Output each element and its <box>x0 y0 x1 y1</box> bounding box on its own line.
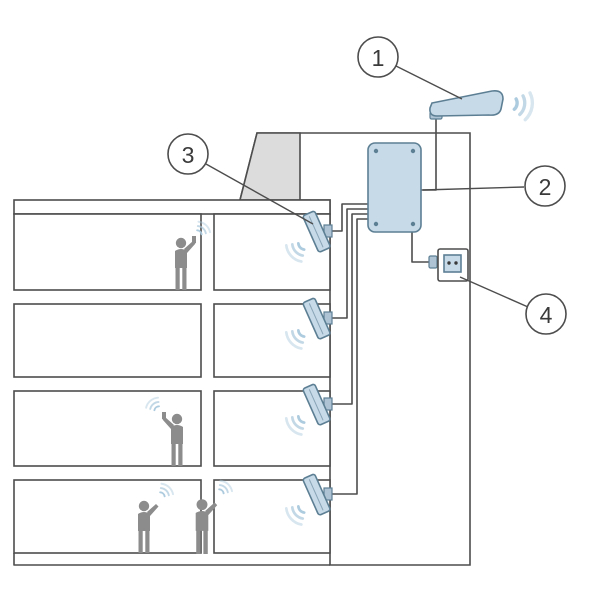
outlet-pin-hole <box>454 261 458 265</box>
indoor-antenna-4 <box>302 473 331 516</box>
booster-screw <box>373 148 379 154</box>
person-floor4-left <box>138 500 159 553</box>
callout-1-leader <box>395 65 463 100</box>
callout-2-circle <box>524 165 566 207</box>
indoor-antenna-2 <box>302 297 331 340</box>
callouts: 1 2 3 4 <box>167 36 567 335</box>
outdoor-antenna-body <box>429 89 504 117</box>
booster-screw <box>410 221 416 227</box>
callout-4-number: 4 <box>540 302 553 328</box>
power-cord <box>411 232 431 263</box>
callout-4-leader <box>459 276 529 308</box>
room-floor4-left <box>13 479 202 554</box>
signal-booster <box>367 142 422 233</box>
person-floor3 <box>162 412 183 466</box>
indoor-antennas <box>282 210 333 529</box>
outdoor-antenna <box>429 88 537 123</box>
outlet-socket <box>443 254 462 273</box>
people <box>138 218 235 554</box>
callout-2-number: 2 <box>539 174 552 200</box>
person-floor1 <box>175 236 196 290</box>
power-outlet <box>428 248 469 282</box>
room-floor1-left <box>13 213 202 291</box>
power-plug <box>428 255 438 269</box>
callout-3-number: 3 <box>182 142 195 168</box>
person-floor4-right <box>195 499 218 554</box>
callout-2-leader <box>422 186 525 191</box>
callout-3-leader <box>205 163 314 225</box>
outlet-pin-hole <box>447 261 451 265</box>
booster-screw <box>410 148 416 154</box>
indoor-antenna-3 <box>302 383 331 426</box>
booster-housing <box>367 142 422 233</box>
room-floor3-left <box>13 390 202 467</box>
cable-indoor-antenna-1 <box>332 203 368 232</box>
callout-1-number: 1 <box>372 45 385 71</box>
cable-indoor-antenna-4 <box>332 218 368 495</box>
roof-parapet <box>238 132 301 201</box>
cable-indoor-antenna-2 <box>332 208 368 319</box>
callout-4-circle <box>525 293 567 335</box>
booster-screw <box>373 221 379 227</box>
ground-line <box>13 553 330 566</box>
callout-1-circle <box>357 36 399 78</box>
room-floor2-left <box>13 303 202 378</box>
antenna-cables <box>332 116 437 495</box>
cable-indoor-antenna-3 <box>332 213 368 405</box>
callout-3-circle <box>167 133 209 175</box>
outdoor-signal-waves <box>511 88 537 123</box>
